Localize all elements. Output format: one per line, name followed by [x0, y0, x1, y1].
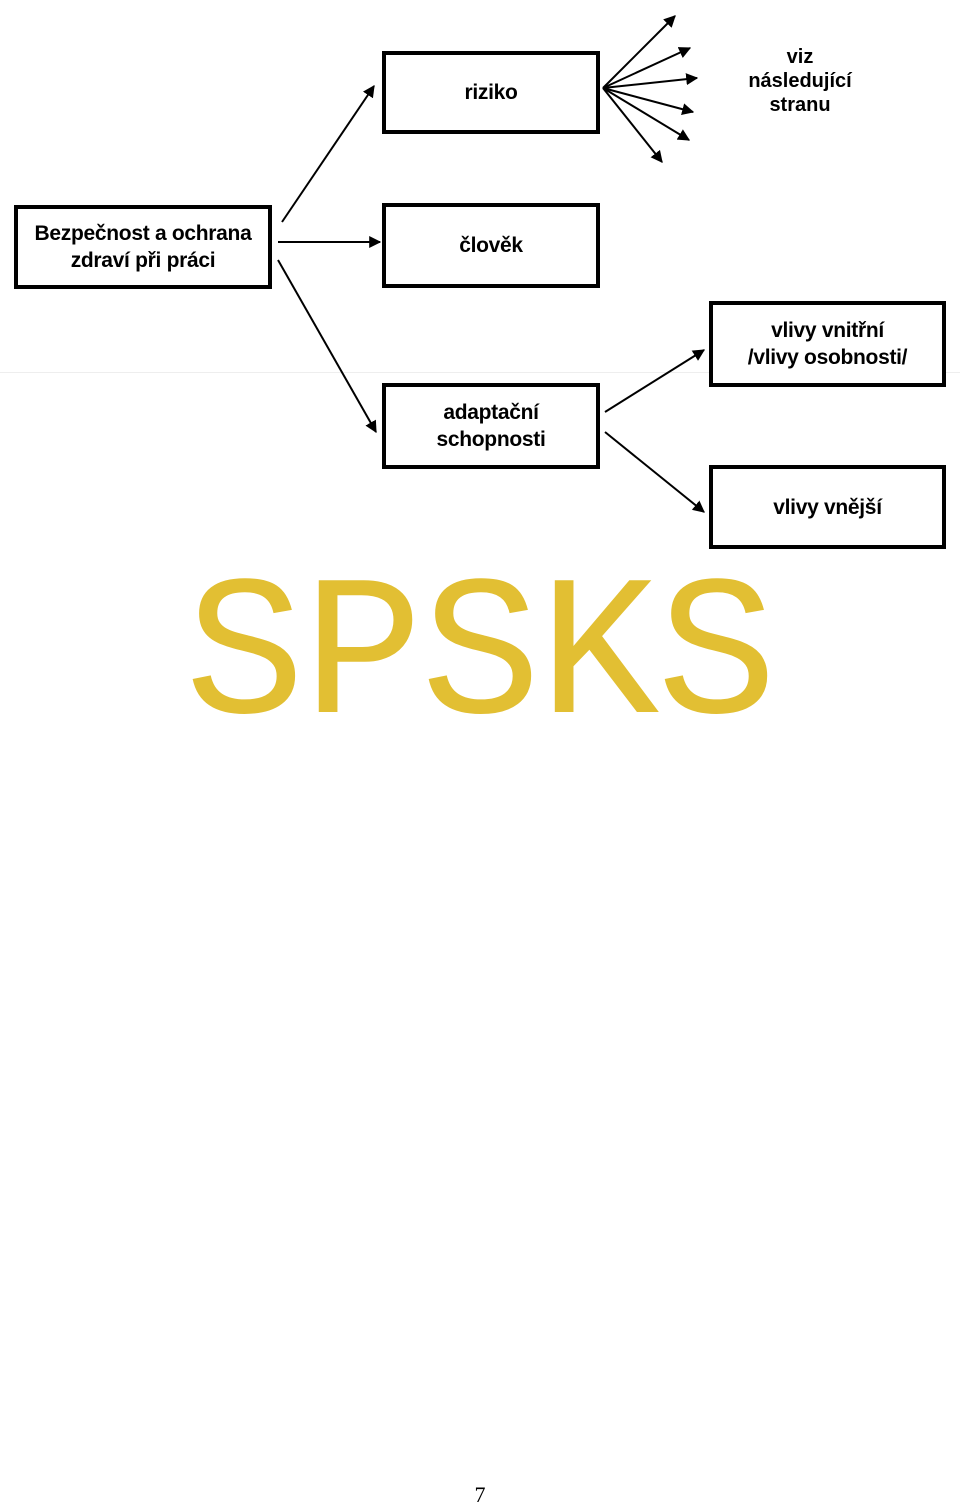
- node-root: Bezpečnost a ochrana zdraví při práci: [14, 205, 272, 289]
- diagram: Bezpečnost a ochrana zdraví při práci ri…: [0, 0, 960, 560]
- arrow-risk-fan-2: [602, 47, 692, 89]
- node-internal-influences: vlivy vnitřní /vlivy osobnosti/: [709, 301, 946, 387]
- arrow-risk-fan-6: [602, 87, 663, 163]
- arrow-root-to-risk: [281, 85, 375, 223]
- node-human: člověk: [382, 203, 600, 288]
- node-external-influences: vlivy vnější: [709, 465, 946, 549]
- arrow-root-to-adaptation: [277, 259, 377, 434]
- page-number: 7: [474, 1482, 486, 1507]
- arrow-adaptation-to-external: [604, 431, 705, 513]
- node-adaptation: adaptační schopnosti: [382, 383, 600, 469]
- arrow-risk-fan-3: [602, 73, 699, 89]
- horizontal-guide-line: [0, 372, 960, 373]
- arrow-risk-fan-5: [602, 87, 691, 141]
- diagram-connectors: [277, 15, 706, 513]
- arrow-risk-fan-1: [602, 15, 676, 89]
- watermark-text: SPSKS: [184, 546, 777, 773]
- arrow-adaptation-to-internal: [604, 349, 706, 413]
- node-risk: riziko: [382, 51, 600, 134]
- arrow-risk-fan-4: [602, 87, 695, 116]
- next-page-note: viz následující stranu: [748, 46, 852, 116]
